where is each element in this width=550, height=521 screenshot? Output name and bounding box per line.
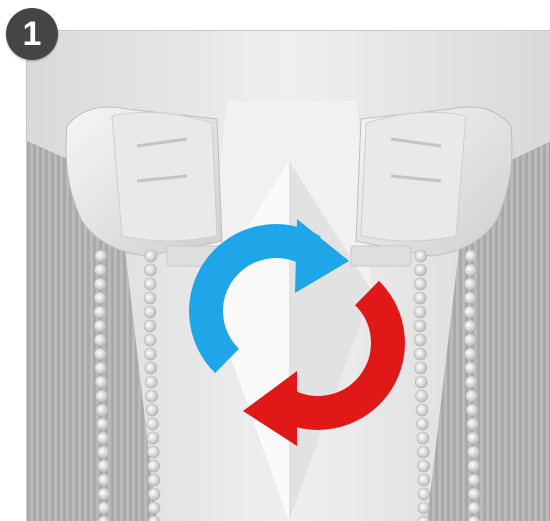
chain-bead (414, 306, 426, 318)
chain-bead (415, 362, 427, 374)
chain-bead (94, 278, 106, 290)
chain-bead (414, 348, 426, 360)
chain-bead (416, 404, 428, 416)
chain-bead (417, 446, 429, 458)
chain-bead (414, 278, 426, 290)
chain-bead (147, 418, 159, 430)
chain-bead (94, 306, 106, 318)
chain-bead (98, 502, 110, 514)
chain-bead (418, 460, 430, 472)
chain-bead (144, 320, 156, 332)
chain-bead (144, 292, 156, 304)
chain-bead (414, 320, 426, 332)
chain-bead (95, 250, 107, 262)
chain-bead (95, 362, 107, 374)
chain-bead (467, 446, 479, 458)
chain-bead (464, 306, 476, 318)
chain-bead (464, 320, 476, 332)
chain-bead (146, 390, 158, 402)
chain-bead (464, 278, 476, 290)
chain-bead (417, 418, 429, 430)
chain-bead (148, 502, 160, 514)
chain-bead (95, 376, 107, 388)
chain-bead (145, 264, 157, 276)
chain-bead (97, 418, 109, 430)
chain-bead (464, 292, 476, 304)
chain-bead (96, 390, 108, 402)
chain-bead (467, 418, 479, 430)
chain-bead (414, 292, 426, 304)
chain-bead (468, 474, 480, 486)
chain-bead (415, 264, 427, 276)
chain-bead (467, 432, 479, 444)
chain-bead (98, 460, 110, 472)
chain-bead (145, 362, 157, 374)
chain-bead (465, 250, 477, 262)
chain-bead (144, 334, 156, 346)
chain-bead (147, 446, 159, 458)
step-number-badge: 1 (6, 8, 58, 60)
chain-bead (468, 460, 480, 472)
chain-bead (415, 250, 427, 262)
chain-bead (415, 376, 427, 388)
chain-bead (465, 264, 477, 276)
chain-bead (417, 432, 429, 444)
chain-bead (94, 292, 106, 304)
chain-bead (468, 502, 480, 514)
product-illustration (26, 30, 550, 521)
chain-bead (94, 334, 106, 346)
chain-bead (147, 432, 159, 444)
chain-bead (418, 502, 430, 514)
chain-bead (466, 404, 478, 416)
chain-bead (94, 320, 106, 332)
chain-bead (94, 348, 106, 360)
chain-bead (465, 376, 477, 388)
chain-bead (97, 446, 109, 458)
chain-bead (416, 390, 428, 402)
chain-bead (464, 334, 476, 346)
chain-bead (98, 474, 110, 486)
chain-bead (144, 306, 156, 318)
chain-bead (468, 488, 480, 500)
chain-bead (144, 278, 156, 290)
chain-bead (418, 488, 430, 500)
chain-bead (144, 348, 156, 360)
chain-bead (145, 250, 157, 262)
chain-bead (145, 376, 157, 388)
chain-bead (95, 264, 107, 276)
chain-bead (96, 404, 108, 416)
chain-bead (98, 488, 110, 500)
chain-bead (418, 474, 430, 486)
chain-bead (466, 390, 478, 402)
chain-bead (97, 432, 109, 444)
chain-bead (465, 362, 477, 374)
chain-bead (148, 488, 160, 500)
chain-bead (464, 348, 476, 360)
chain-bead (148, 474, 160, 486)
chain-bead (414, 334, 426, 346)
chain-bead (148, 460, 160, 472)
chain-bead (146, 404, 158, 416)
